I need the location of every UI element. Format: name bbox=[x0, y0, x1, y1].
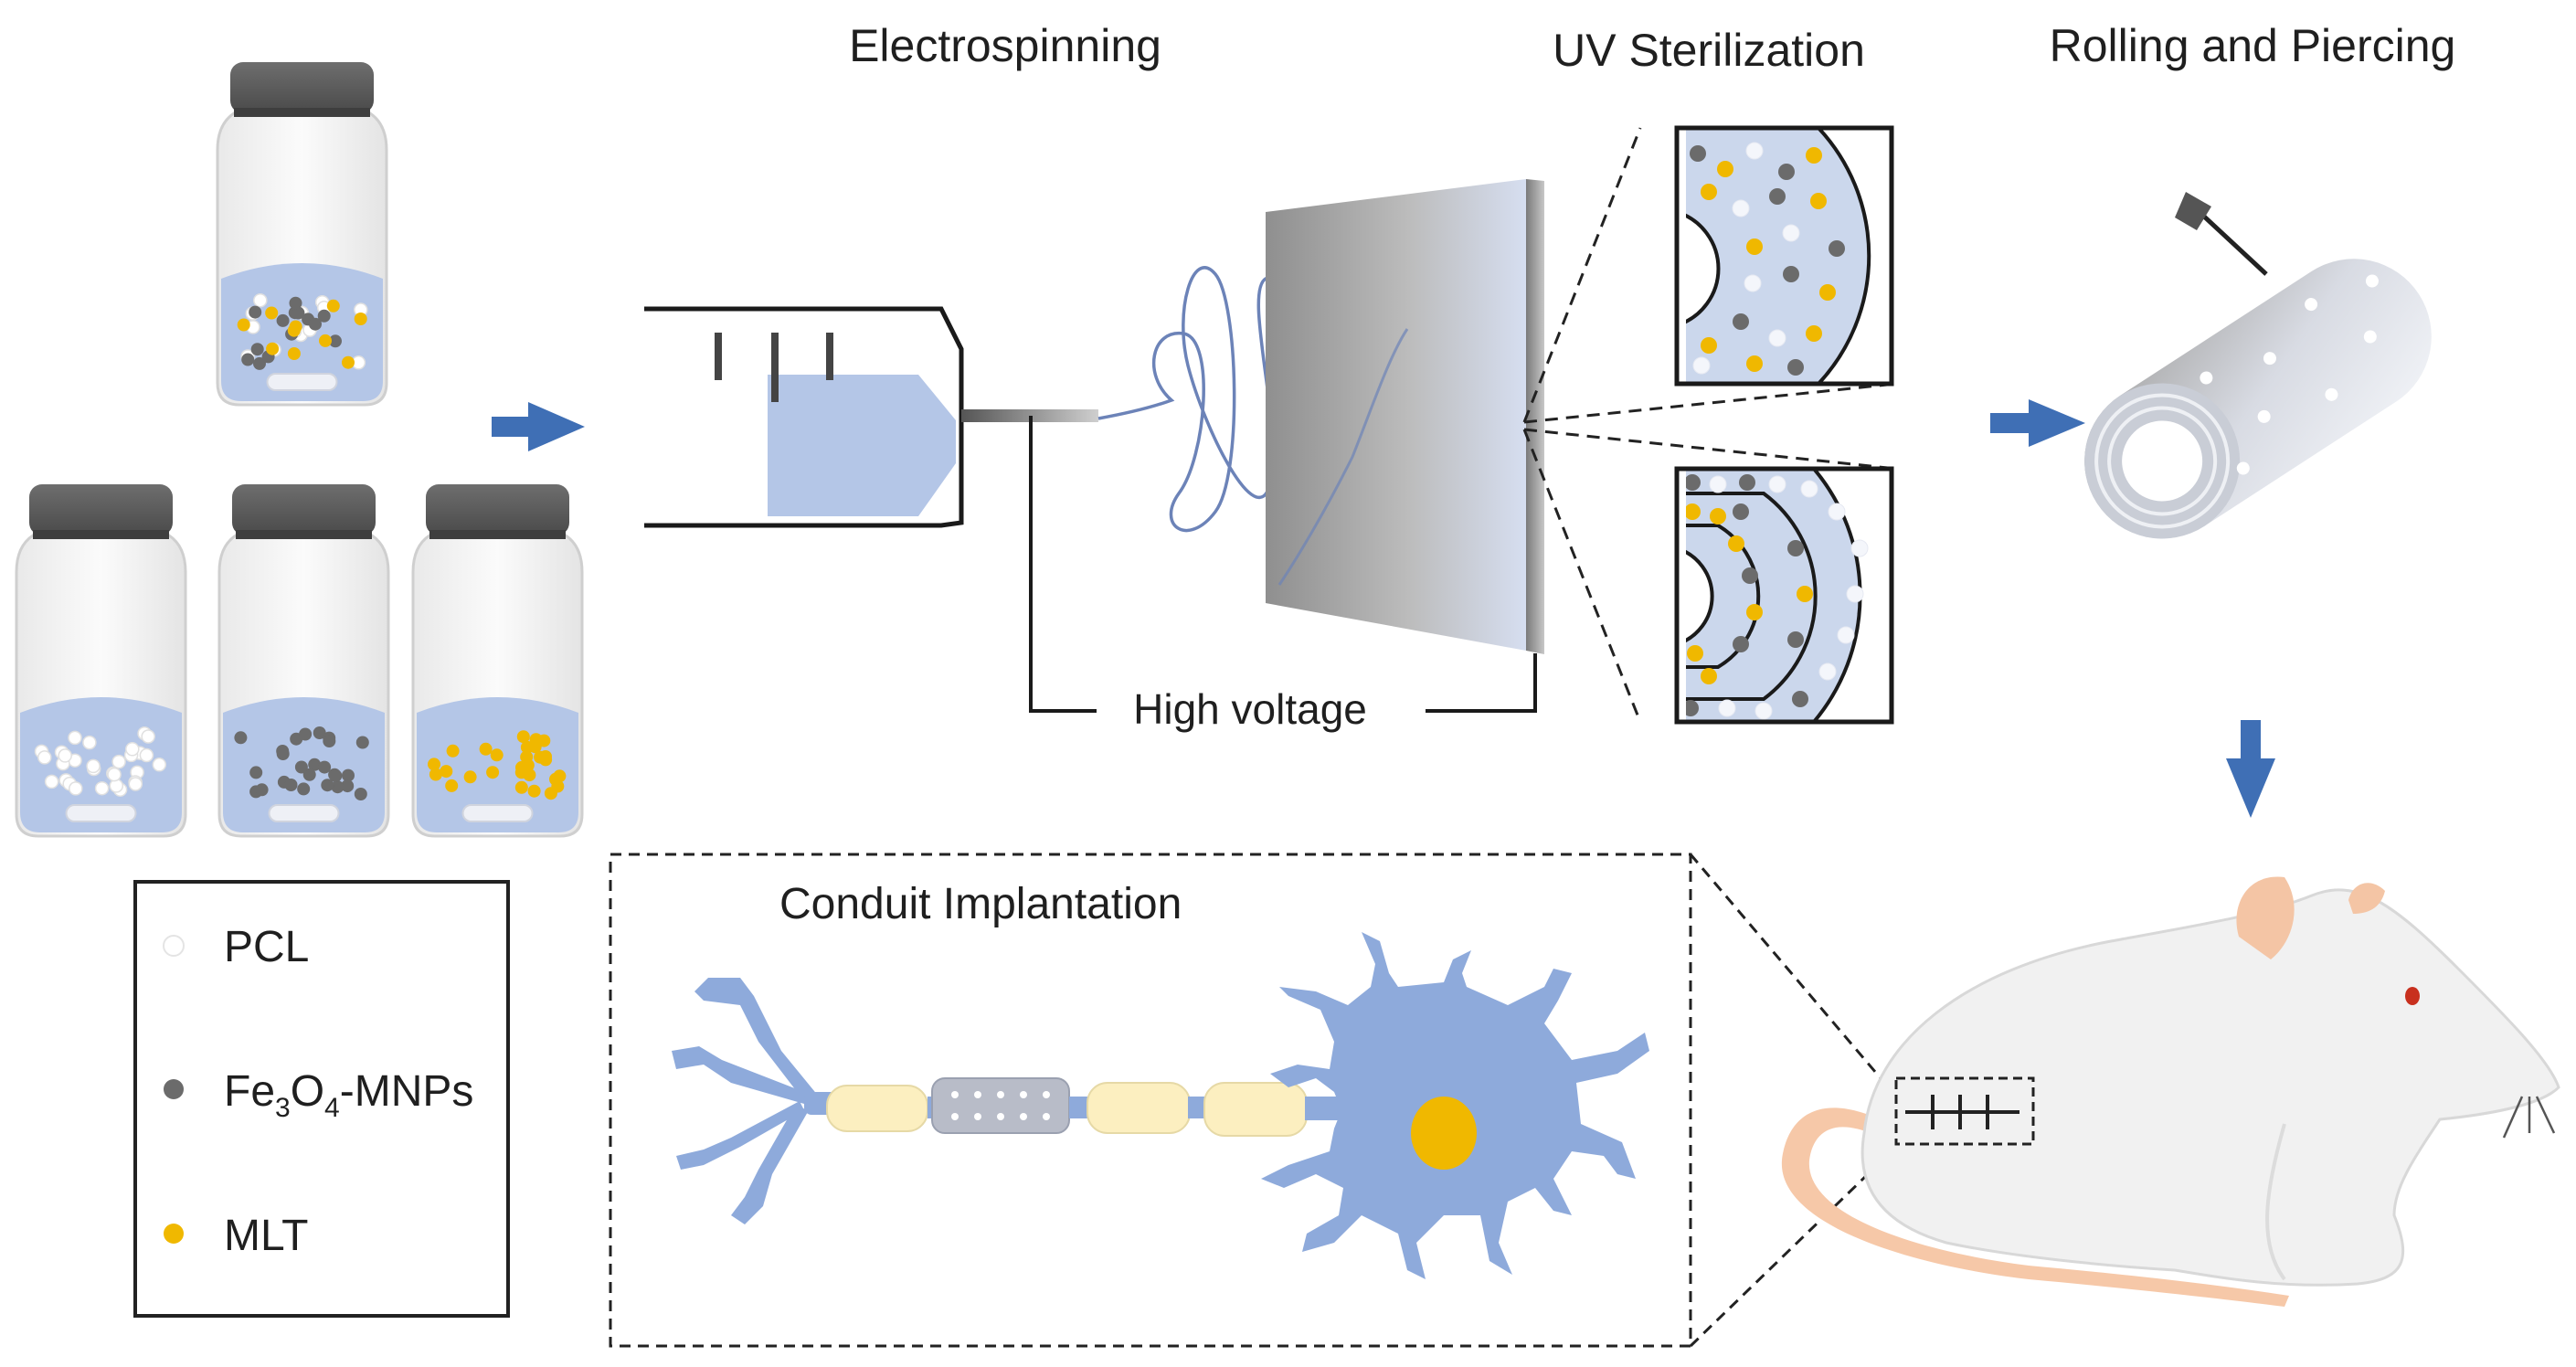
rat-ear bbox=[2236, 876, 2295, 959]
mlt-legend-label: MLT bbox=[224, 1212, 308, 1260]
electrospinning-label: Electrospinning bbox=[849, 20, 1161, 71]
legend: PCL Fe3O4-MNPs MLT bbox=[133, 880, 510, 1318]
rat-whiskers bbox=[2502, 1096, 2556, 1139]
rat bbox=[1781, 876, 2560, 1307]
uv-sterilization-label: UV Sterilization bbox=[1553, 25, 1865, 76]
pcl-legend-swatch bbox=[163, 935, 185, 957]
high-voltage-circuit bbox=[1029, 416, 1537, 713]
mixed-solution-jar bbox=[216, 62, 388, 407]
syringe bbox=[644, 306, 1098, 528]
conduit-implantation-label: Conduit Implantation bbox=[779, 880, 1182, 928]
conduit-implantation-panel bbox=[609, 853, 1898, 1348]
rat-eye bbox=[2405, 987, 2420, 1005]
mlt-legend-swatch bbox=[164, 1224, 184, 1244]
neuron bbox=[672, 932, 1649, 1279]
zoom-lines bbox=[1522, 127, 1897, 723]
cross-section-single-layer bbox=[1674, 125, 1894, 387]
arrow-right-2 bbox=[1990, 399, 2085, 447]
rolled-conduit bbox=[2084, 192, 2432, 539]
collector-plate bbox=[1266, 179, 1544, 654]
mlt-solution-jar bbox=[411, 484, 584, 838]
arrow-right-1 bbox=[492, 402, 585, 451]
pcl-legend-label: PCL bbox=[224, 923, 309, 971]
suture-marks bbox=[1905, 1095, 2019, 1129]
arrow-down bbox=[2226, 720, 2275, 818]
rat-body bbox=[1860, 888, 2560, 1287]
high-voltage-label: High voltage bbox=[1133, 685, 1367, 733]
implant-site-box bbox=[1894, 1076, 2035, 1146]
cross-section-multi-layer bbox=[1674, 466, 1894, 725]
piercing-needle bbox=[2175, 192, 2268, 276]
rat-tail bbox=[1781, 1107, 2289, 1307]
fe3o4-legend-swatch bbox=[164, 1079, 184, 1099]
implanted-conduit bbox=[931, 1077, 1070, 1134]
fe3o4-solution-jar bbox=[217, 484, 390, 838]
pcl-solution-jar bbox=[15, 484, 187, 838]
rolling-piercing-label: Rolling and Piercing bbox=[2050, 20, 2456, 71]
neuron-nucleus bbox=[1411, 1097, 1477, 1170]
fe3o4-legend-label: Fe3O4-MNPs bbox=[224, 1067, 473, 1123]
